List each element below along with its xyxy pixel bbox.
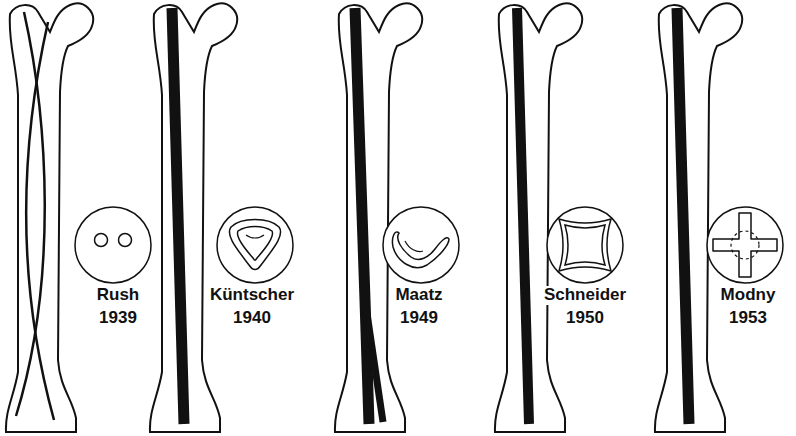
nail-name: Küntscher: [208, 286, 296, 305]
nail-name: Rush: [95, 286, 142, 305]
nail-year: 1950: [564, 309, 606, 328]
nail-year: 1940: [231, 309, 273, 328]
section-rush: [75, 207, 151, 283]
nail-name: Schneider: [542, 286, 628, 305]
nail-year: 1939: [97, 309, 139, 328]
nail-name: Modny: [719, 286, 778, 305]
section-modny: [707, 207, 783, 283]
section-kuntscher: [217, 207, 293, 283]
nail-year: 1953: [727, 309, 769, 328]
section-schneider: [547, 207, 623, 283]
femur-kuntscher: [150, 3, 237, 432]
nail-name: Maatz: [393, 286, 444, 305]
femur-rush: [6, 3, 93, 432]
nail-year: 1949: [398, 309, 440, 328]
section-maatz: [383, 207, 459, 283]
